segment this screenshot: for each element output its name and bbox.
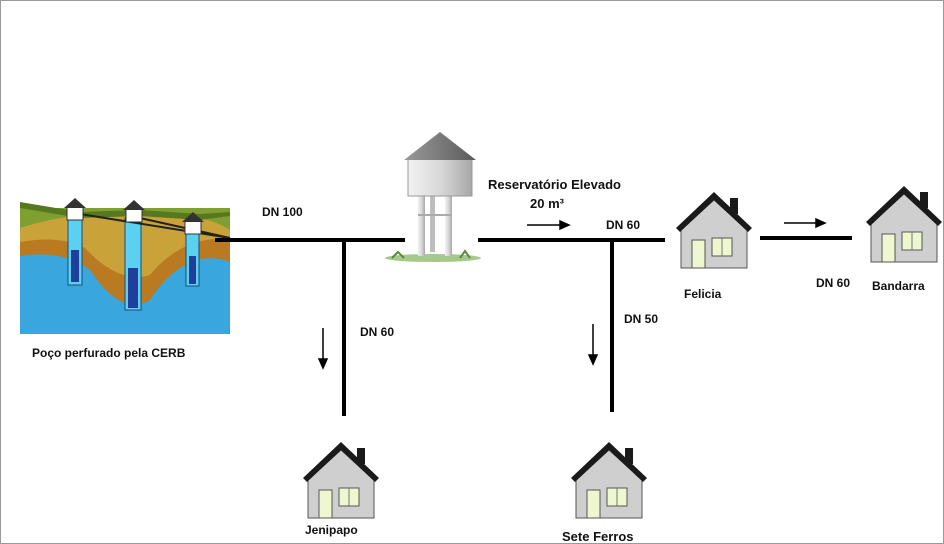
house-jenipapo-icon xyxy=(302,441,380,519)
house-bandarra-icon xyxy=(865,185,943,263)
arrow-down-jenipapo-icon xyxy=(317,328,329,370)
pipe-label-main-right: DN 60 xyxy=(606,218,640,232)
arrow-right-bandarra-icon xyxy=(784,217,827,229)
reservoir-label: Reservatório Elevado xyxy=(488,177,621,192)
pipe-network xyxy=(215,236,852,416)
pipe-label-jenipapo: DN 60 xyxy=(360,325,394,339)
node-felicia: Felicia xyxy=(684,287,722,301)
house-felicia-icon xyxy=(675,191,753,269)
reservoir-capacity: 20 m³ xyxy=(530,196,565,211)
arrow-down-sete-ferros-icon xyxy=(587,324,599,366)
arrow-right-reservoir-icon xyxy=(527,219,571,231)
well-illustration xyxy=(20,197,231,334)
pipe-label-bandarra: DN 60 xyxy=(816,276,850,290)
water-tower-icon xyxy=(385,132,481,262)
flow-arrows xyxy=(317,217,827,370)
node-jenipapo: Jenipapo xyxy=(305,523,358,537)
house-sete-ferros-icon xyxy=(570,441,648,519)
pipe-label-dn100: DN 100 xyxy=(262,205,303,219)
node-sete-ferros: Sete Ferros xyxy=(562,529,634,544)
well-label: Poço perfurado pela CERB xyxy=(32,346,186,360)
node-bandarra: Bandarra xyxy=(872,279,925,293)
pipe-label-sete-ferros: DN 50 xyxy=(624,312,658,326)
